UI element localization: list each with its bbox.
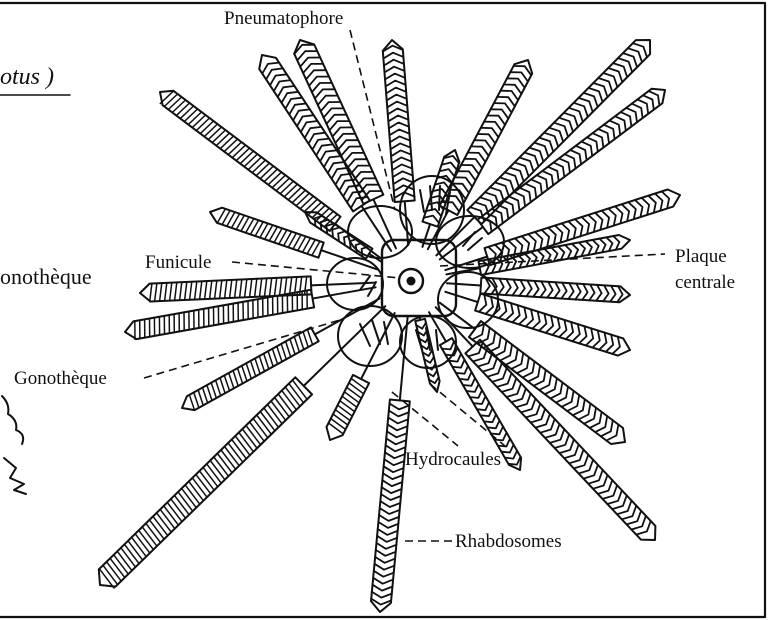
lobe-upper-right xyxy=(436,216,504,268)
title-fragment: otus ) xyxy=(0,64,54,90)
label-rhabdosomes: Rhabdosomes xyxy=(455,531,562,552)
rhabdosome-branch xyxy=(371,317,410,612)
label-plaque-1: Plaque xyxy=(675,246,727,267)
branches-group xyxy=(99,40,680,612)
label-hydrocaules: Hydrocaules xyxy=(405,449,501,470)
label-pneumatophore: Pneumatophore xyxy=(224,8,343,29)
rhabdosome-branch xyxy=(436,40,650,255)
rhabdosome-branch xyxy=(415,316,439,392)
rhabdosome-branch xyxy=(422,150,459,247)
label-gonotheque: Gonothèque xyxy=(14,368,107,389)
rhabdosome-branch xyxy=(99,306,385,588)
leader-gonotheque xyxy=(144,320,340,378)
left-fragment-label: onothèque xyxy=(0,264,92,289)
rhabdosome-branch xyxy=(210,208,377,270)
rhabdosome-branch xyxy=(182,298,380,410)
rhabdosome-branch xyxy=(436,307,656,540)
rhabdosome-branch xyxy=(327,313,395,440)
rhabdosome-branch xyxy=(428,60,532,249)
plate-core xyxy=(407,277,416,286)
left-edge-fragment xyxy=(2,396,26,494)
rhabdosome-branch xyxy=(447,278,630,303)
label-plaque-2: centrale xyxy=(675,272,735,293)
label-funicule: Funicule xyxy=(145,252,212,273)
rhabdosome-branch xyxy=(140,276,375,301)
rhabdosome-branch xyxy=(446,235,630,275)
rhabdosome-branch xyxy=(383,40,415,245)
